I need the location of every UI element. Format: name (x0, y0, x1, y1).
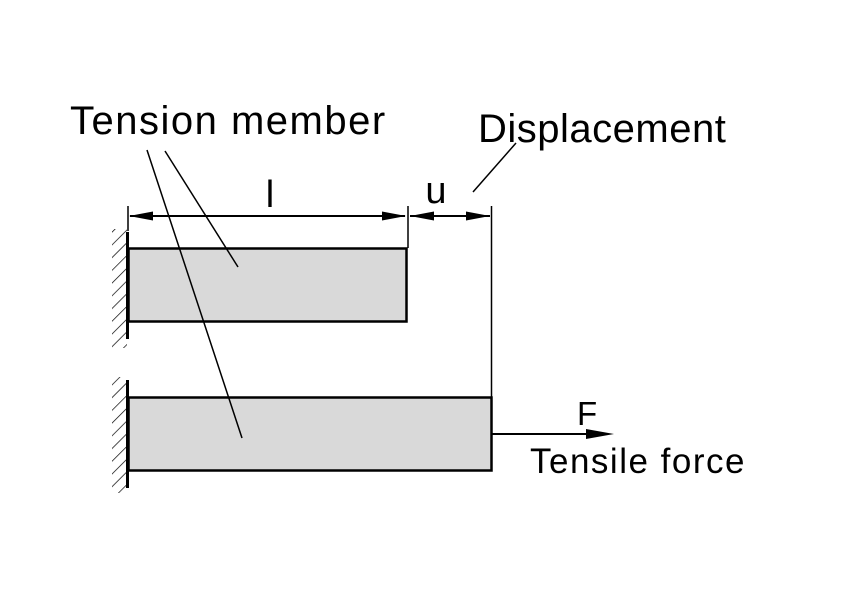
length-dim-arrow-left-icon (129, 211, 153, 221)
length-dim-arrow-right-icon (382, 211, 406, 221)
upper-wall-hatching (112, 229, 127, 348)
length-symbol-label: l (266, 174, 274, 216)
displacement-dim-arrow-right-icon (466, 211, 490, 221)
displacement-leader-line (472, 142, 517, 193)
tension-member-label: Tension member (70, 99, 387, 143)
displacement-label: Displacement (478, 107, 726, 151)
displacement-symbol-label: u (425, 170, 446, 212)
tension-member-undeformed-bar (127, 247, 408, 323)
tension-member-leader-line-upper (164, 150, 239, 268)
tension-member-deformed-bar (127, 396, 493, 472)
force-arrow-head-icon (586, 429, 614, 439)
tensile-force-label: Tensile force (530, 442, 746, 481)
lower-wall-hatching (112, 377, 127, 493)
displacement-dim-arrow-left-icon (410, 211, 434, 221)
tension-member-leader-line-lower (146, 149, 243, 439)
force-symbol-label: F (577, 395, 597, 432)
